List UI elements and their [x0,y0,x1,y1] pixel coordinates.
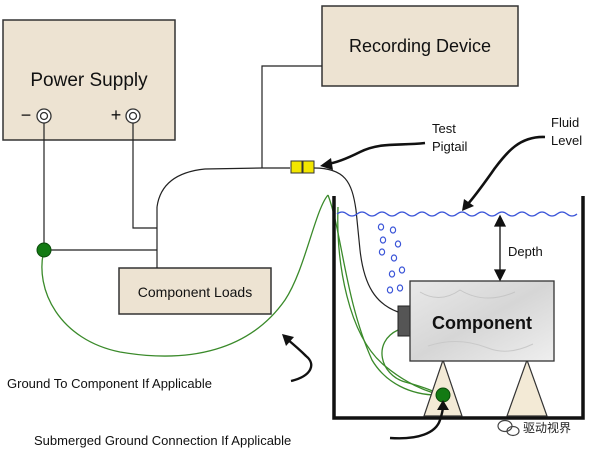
negative-terminal-sign: − [21,105,32,125]
ground-to-component-pointer-arrow [282,334,313,383]
test-pigtail-label-line1: Test [432,121,456,136]
test-pigtail-connector-icon [290,160,315,174]
negative-terminal-icon [36,108,52,124]
black-wiring [43,65,399,313]
component: Component [397,280,555,362]
recording-device-label: Recording Device [349,36,491,56]
test-pigtail-label-line2: Pigtail [432,139,468,154]
fluid-level-label-line1: Fluid [551,115,579,130]
component-loads-label: Component Loads [138,284,252,300]
watermark-text: 驱动视界 [523,420,571,435]
fluid-tank [332,196,585,420]
fluid-level-pointer-arrow [462,135,546,211]
positive-terminal-icon [125,108,141,124]
recording-device: Recording Device [321,5,519,87]
ground-wires [41,194,442,396]
power-supply-label: Power Supply [30,70,148,91]
ground-junction-dot [36,242,52,258]
wechat-logo-icon [497,419,520,437]
fluid-level-label-line2: Level [551,133,582,148]
fluid-level-line [336,211,578,217]
watermark: 驱动视界 [497,419,571,437]
positive-terminal-sign: + [111,105,122,125]
submerged-ground-dot [435,387,451,403]
power-supply: Power Supply − + [2,19,176,141]
bubbles [377,223,406,294]
component-loads: Component Loads [118,267,272,315]
depth-arrow [493,214,507,282]
ground-to-component-label: Ground To Component If Applicable [7,376,212,391]
submerged-ground-pointer-arrow [389,400,449,440]
submerged-ground-label: Submerged Ground Connection If Applicabl… [34,433,291,448]
depth-label: Depth [508,244,543,259]
test-pigtail-pointer-arrow [320,141,426,170]
component-label: Component [432,313,532,333]
